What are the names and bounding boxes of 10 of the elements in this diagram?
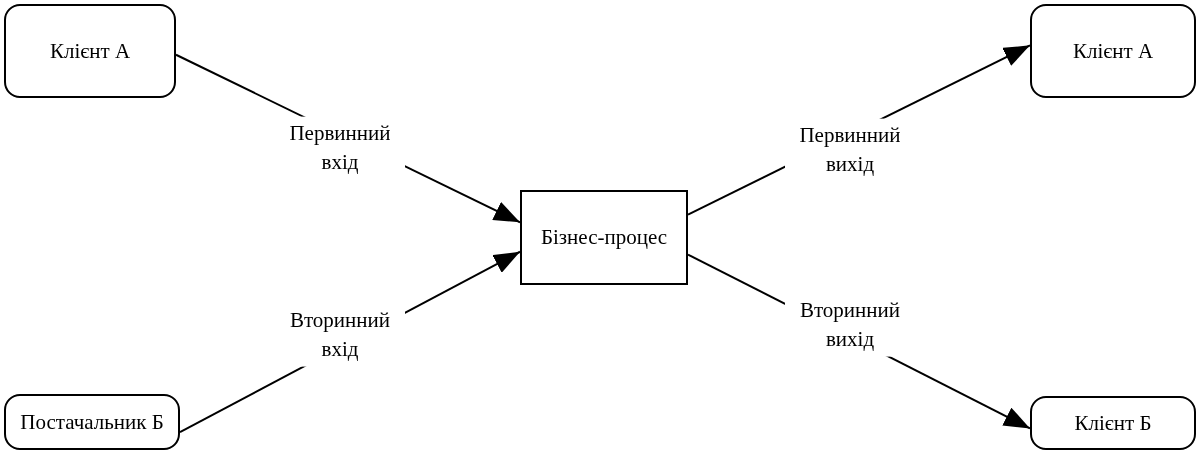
node-label: Бізнес-процес (539, 224, 669, 251)
node-label: Клієнт А (1071, 37, 1155, 65)
rounded-box (1030, 396, 1196, 450)
process-box (520, 190, 688, 285)
rounded-box (4, 4, 176, 98)
node-label: Клієнт А (48, 37, 132, 65)
node-label: Клієнт Б (1073, 409, 1153, 437)
rounded-box (4, 394, 180, 450)
rounded-box (1030, 4, 1196, 98)
node-label: Постачальник Б (19, 408, 165, 436)
